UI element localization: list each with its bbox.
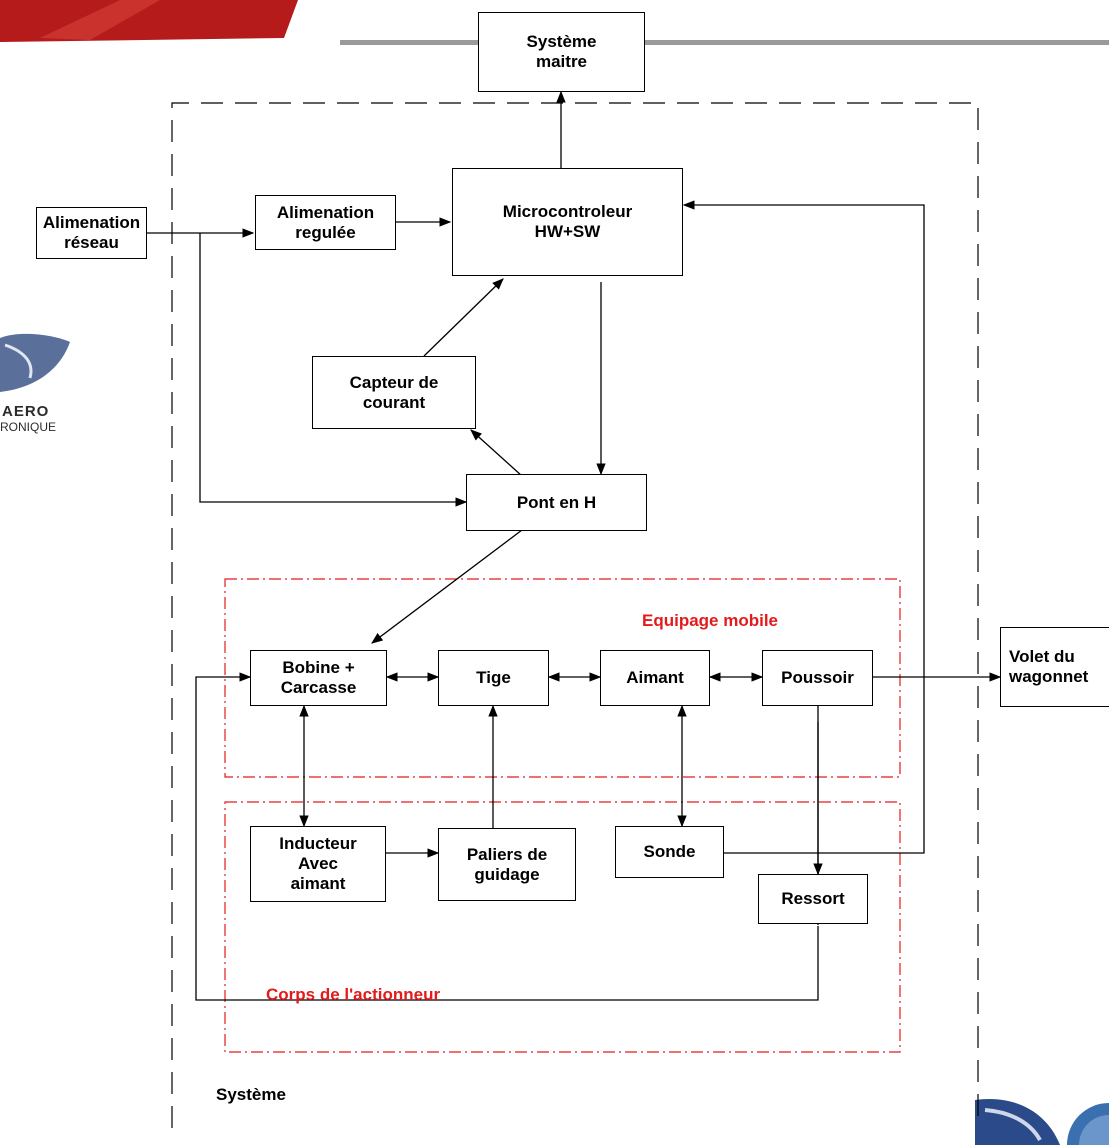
tige-box: Tige — [438, 650, 549, 706]
volet-wagonnet-box: Volet du wagonnet — [1000, 627, 1109, 707]
logo-text-ronique: RONIQUE — [0, 420, 57, 434]
poussoir-box: Poussoir — [762, 650, 873, 706]
alimentation-reseau-box: Alimenation réseau — [36, 207, 147, 259]
bobine-carcasse-box: Bobine + Carcasse — [250, 650, 387, 706]
capteur-courant-box: Capteur de courant — [312, 356, 476, 429]
arrow-pont-to-bobine — [371, 529, 523, 644]
logo-text-aero: AERO — [2, 403, 50, 420]
corps-actionneur-label: Corps de l'actionneur — [266, 985, 441, 1004]
pont-en-h-box: Pont en H — [466, 474, 647, 531]
header-rule — [340, 40, 1109, 45]
alimentation-regulee-box: Alimenation regulée — [255, 195, 396, 250]
logo-emblem — [0, 333, 70, 392]
system-boundary — [171, 102, 979, 1128]
systeme-label: Système — [216, 1085, 286, 1104]
equipage-mobile-label: Equipage mobile — [642, 611, 779, 630]
ressort-box: Ressort — [758, 874, 868, 924]
systeme-maitre-box: Système maitre — [478, 12, 645, 92]
sonde-box: Sonde — [615, 826, 724, 878]
aimant-box: Aimant — [600, 650, 710, 706]
equipage-mobile-region — [224, 578, 901, 778]
arrow-sonde-to-micro — [682, 200, 925, 854]
inducteur-box: Inducteur Avec aimant — [250, 826, 386, 902]
arrow-capteur-to-micro — [423, 278, 504, 357]
corps-actionneur-region — [224, 801, 901, 1053]
paliers-guidage-box: Paliers de guidage — [438, 828, 576, 901]
arrow-reseau-to-pont — [199, 233, 468, 507]
arrow-pont-to-capteur — [470, 429, 523, 477]
microcontroleur-box: Microcontroleur HW+SW — [452, 168, 683, 276]
red-banner-highlight — [40, 0, 160, 40]
arrow-ressort-bobine — [195, 672, 819, 1001]
